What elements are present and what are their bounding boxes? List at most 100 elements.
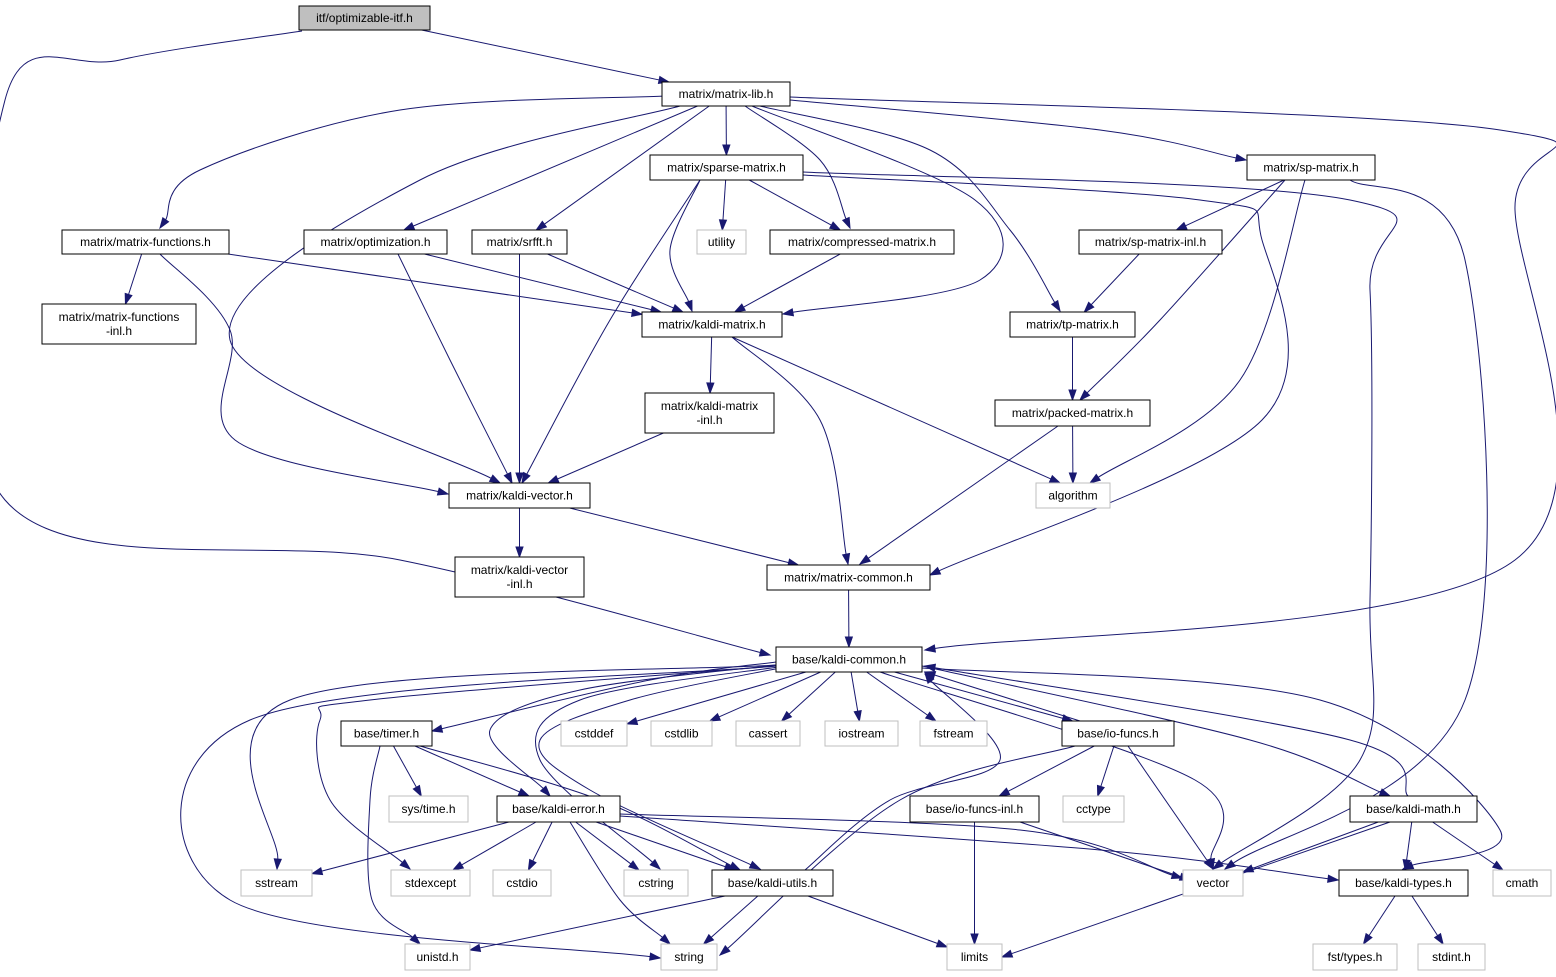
node-box: [340, 720, 433, 747]
node-matrix-common[interactable]: matrix/matrix-common.h: [766, 564, 931, 591]
include-edge-kaldi-utils-to-unistd: [468, 895, 726, 952]
edge-line: [1019, 821, 1181, 878]
node-kaldi-vector-inl[interactable]: matrix/kaldi-vector-inl.h: [454, 556, 585, 598]
node-packed-matrix[interactable]: matrix/packed-matrix.h: [994, 399, 1151, 427]
edge-arrowhead: [412, 784, 423, 798]
node-kaldi-matrix-inl[interactable]: matrix/kaldi-matrix-inl.h: [644, 392, 775, 434]
node-optimizable-itf[interactable]: itf/optimizable-itf.h: [298, 5, 431, 31]
node-tp-matrix[interactable]: matrix/tp-matrix.h: [1009, 311, 1136, 338]
node-string: string: [660, 943, 718, 971]
edge-arrowhead: [1068, 389, 1077, 402]
node-box: [711, 869, 834, 897]
edge-arrowhead: [1048, 474, 1062, 484]
node-compressed-matrix[interactable]: matrix/compressed-matrix.h: [769, 229, 955, 255]
node-label: algorithm: [1048, 489, 1097, 503]
edge-arrowhead: [928, 566, 942, 576]
include-edge-matrix-common-to-kaldi-common: [844, 589, 854, 649]
node-label: matrix/kaldi-matrix: [661, 399, 758, 413]
include-edge-timer-to-kaldi-error: [414, 745, 531, 797]
include-edge-matrix-lib-to-matrix-functions: [159, 95, 666, 230]
include-edge-io-funcs-inl-to-limits: [970, 822, 979, 946]
node-label: sys/time.h: [401, 802, 455, 816]
edge-arrowhead: [515, 472, 524, 485]
node-label: fstream: [933, 727, 973, 741]
include-edge-matrix-lib-to-srfft: [535, 105, 710, 231]
edge-line: [526, 179, 701, 475]
edge-arrowhead: [923, 644, 937, 653]
edge-arrowhead: [935, 939, 949, 948]
edge-line: [802, 171, 1398, 864]
include-edge-matrix-lib-to-kaldi-vector: [228, 105, 681, 484]
node-kaldi-utils[interactable]: base/kaldi-utils.h: [711, 869, 834, 897]
node-optimization[interactable]: matrix/optimization.h: [303, 229, 448, 255]
node-label: cstddef: [575, 727, 614, 741]
edge-line: [802, 174, 1289, 572]
include-edge-sparse-matrix-to-compressed-matrix: [748, 179, 842, 231]
include-edge-kaldi-types-to-stdint: [1411, 895, 1444, 946]
edge-arrowhead: [1096, 784, 1105, 798]
include-edge-matrix-functions-to-kaldi-vector: [159, 253, 450, 496]
node-label: utility: [708, 235, 735, 249]
edge-arrowhead: [1378, 788, 1392, 797]
node-box: [696, 229, 747, 255]
node-iostream: iostream: [824, 720, 899, 747]
edge-line: [619, 813, 1173, 876]
edge-line: [412, 105, 698, 227]
node-label: matrix/packed-matrix.h: [1012, 406, 1133, 420]
include-edge-kaldi-vector-to-matrix-common: [569, 507, 800, 567]
node-cstdio: cstdio: [492, 869, 552, 897]
node-kaldi-vector[interactable]: matrix/kaldi-vector.h: [448, 482, 591, 509]
edge-arrowhead: [399, 858, 412, 870]
include-edge-kaldi-error-to-kaldi-utils: [595, 821, 737, 871]
edge-arrowhead: [844, 636, 854, 649]
node-sparse-matrix[interactable]: matrix/sparse-matrix.h: [649, 154, 804, 181]
edge-arrowhead: [430, 724, 444, 733]
node-matrix-functions[interactable]: matrix/matrix-functions.h: [61, 229, 230, 255]
edge-arrowhead: [1050, 299, 1061, 313]
include-edge-sparse-matrix-to-kaldi-vector: [521, 179, 701, 485]
edge-arrowhead: [627, 860, 641, 871]
node-sp-matrix-inl[interactable]: matrix/sp-matrix-inl.h: [1078, 229, 1223, 255]
include-edge-io-funcs-to-kaldi-common: [923, 671, 1081, 722]
node-vector: vector: [1182, 869, 1244, 897]
node-label: matrix/matrix-functions.h: [80, 235, 211, 249]
edge-line: [547, 253, 674, 309]
node-label: base/io-funcs.h: [1077, 727, 1158, 741]
node-timer[interactable]: base/timer.h: [340, 720, 433, 747]
edge-line: [934, 674, 1081, 722]
include-edge-srfft-to-kaldi-vector: [515, 254, 524, 485]
edge-arrowhead: [402, 222, 416, 231]
edge-arrowhead: [924, 711, 938, 722]
edge-line: [894, 671, 1064, 719]
node-label: fst/types.h: [1328, 950, 1383, 964]
node-kaldi-types[interactable]: base/kaldi-types.h: [1338, 869, 1469, 897]
include-edge-kaldi-common-to-kaldi-error: [489, 663, 786, 798]
node-kaldi-common[interactable]: base/kaldi-common.h: [775, 646, 923, 673]
node-kaldi-error[interactable]: base/kaldi-error.h: [496, 795, 621, 823]
node-io-funcs[interactable]: base/io-funcs.h: [1061, 720, 1175, 747]
edge-line: [727, 745, 1076, 949]
node-io-funcs-inl[interactable]: base/io-funcs-inl.h: [909, 795, 1040, 823]
include-edge-kaldi-math-to-kaldi-types: [1402, 821, 1413, 872]
node-sp-matrix[interactable]: matrix/sp-matrix.h: [1246, 154, 1376, 181]
include-edge-kaldi-matrix-to-kaldi-matrix-inl: [706, 336, 715, 395]
include-edge-kaldi-matrix-to-matrix-common: [731, 336, 851, 566]
node-matrix-functions-inl[interactable]: matrix/matrix-functions-inl.h: [41, 303, 197, 345]
node-label: matrix/matrix-functions: [59, 310, 180, 324]
node-kaldi-matrix[interactable]: matrix/kaldi-matrix.h: [641, 311, 783, 338]
edge-arrowhead: [671, 303, 685, 313]
edge-arrowhead: [841, 216, 851, 230]
edge-arrowhead: [718, 944, 731, 956]
node-fsttypes: fst/types.h: [1312, 943, 1398, 971]
node-box: [775, 646, 923, 673]
node-sstream: sstream: [240, 869, 313, 897]
edge-line: [575, 821, 632, 865]
edge-arrowhead: [997, 787, 1011, 797]
node-utility: utility: [696, 229, 747, 255]
edge-line: [421, 29, 660, 81]
node-srfft[interactable]: matrix/srfft.h: [471, 229, 568, 255]
node-kaldi-math[interactable]: base/kaldi-math.h: [1349, 795, 1478, 823]
edge-line: [1411, 895, 1439, 936]
node-matrix-lib[interactable]: matrix/matrix-lib.h: [661, 81, 791, 107]
edge-line: [789, 96, 1556, 649]
